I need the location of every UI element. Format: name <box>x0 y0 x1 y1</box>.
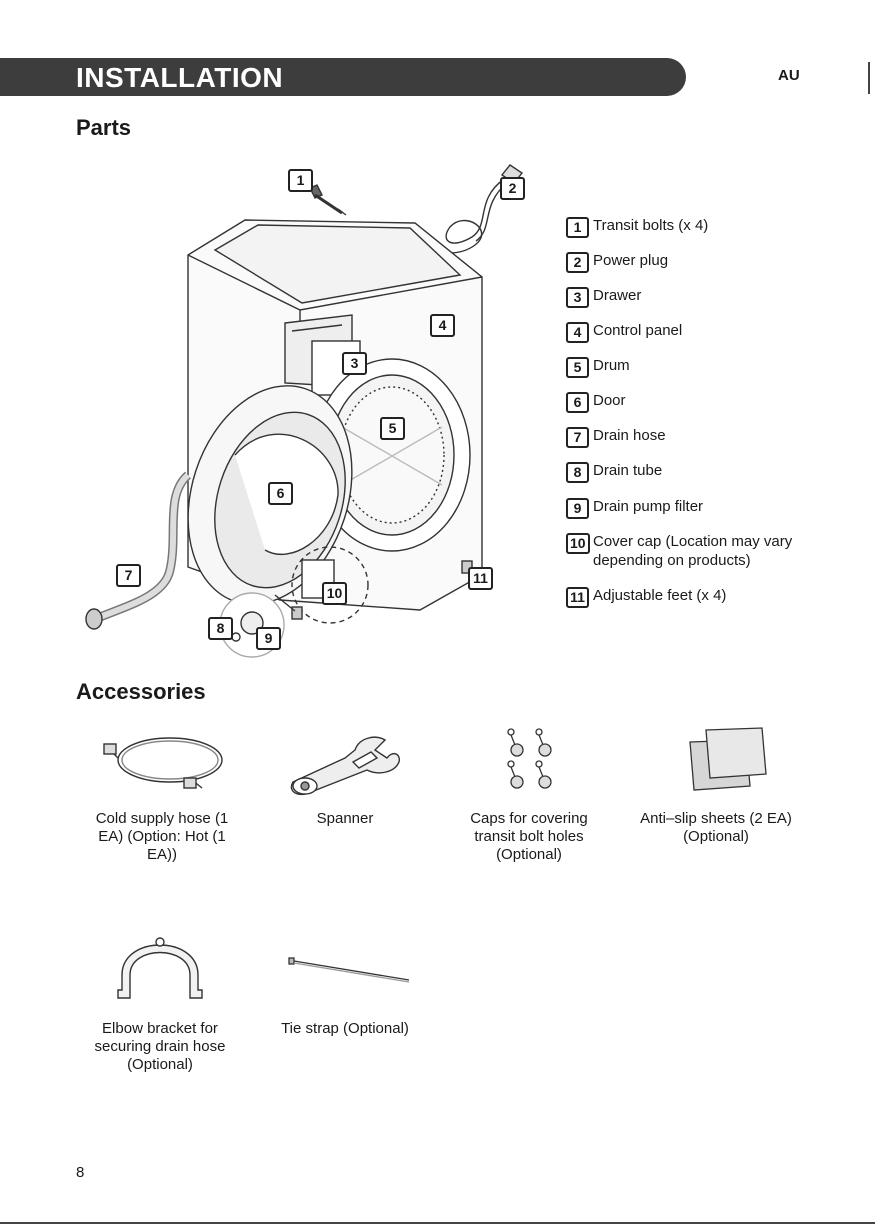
accessory-spanner: Spanner <box>270 720 420 828</box>
part-label: Drain pump filter <box>593 498 704 515</box>
accessory-label: Anti–slip sheets (2 EA) (Optional) <box>640 810 792 845</box>
tie-strap-icon <box>288 957 410 983</box>
accessory-tie-strap: Tie strap (Optional) <box>270 930 420 1038</box>
part-label: Door <box>593 392 626 409</box>
callout-4: 4 <box>430 314 455 337</box>
part-number: 2 <box>566 252 589 273</box>
callout-8: 8 <box>208 617 233 640</box>
part-number: 9 <box>566 498 589 519</box>
page-number: 8 <box>76 1164 85 1181</box>
part-label: Adjustable feet (x 4) <box>593 587 727 604</box>
part-number: 6 <box>566 392 589 413</box>
part-label: Control panel <box>593 322 683 339</box>
accessory-label: Tie strap (Optional) <box>281 1020 409 1037</box>
accessory-supply-hose: Cold supply hose (1 EA) (Option: Hot (1 … <box>82 720 242 864</box>
part-number: 8 <box>566 462 589 483</box>
washer-diagram: 1 2 3 4 5 6 7 8 9 10 11 <box>70 155 550 665</box>
part-label: Drain hose <box>593 427 666 444</box>
part-number: 5 <box>566 357 589 378</box>
part-label: Cover cap (Location may vary depending o… <box>593 533 793 569</box>
washer-illustration <box>85 164 524 658</box>
callout-2: 2 <box>500 177 525 200</box>
part-number: 11 <box>566 587 589 608</box>
accessory-label: Cold supply hose (1 EA) (Option: Hot (1 … <box>95 810 229 863</box>
callout-3: 3 <box>342 352 367 375</box>
section-title: INSTALLATION <box>76 62 284 93</box>
footer-rule <box>0 1222 875 1224</box>
accessory-anti-slip-sheets: Anti–slip sheets (2 EA) (Optional) <box>630 720 802 846</box>
section-banner <box>0 58 686 96</box>
callout-7: 7 <box>116 564 141 587</box>
supply-hose-icon <box>103 737 223 789</box>
part-number: 3 <box>566 287 589 308</box>
part-label: Transit bolts (x 4) <box>593 217 709 234</box>
elbow-bracket-icon <box>117 937 203 999</box>
accessory-caps: Caps for covering transit bolt holes (Op… <box>455 720 603 864</box>
spanner-icon <box>290 736 401 796</box>
transit-bolt-drawing <box>309 184 347 216</box>
anti-slip-sheets-icon <box>689 727 767 791</box>
margin-rule <box>868 62 870 94</box>
accessory-label: Caps for covering transit bolt holes (Op… <box>470 810 588 863</box>
callout-1: 1 <box>288 169 313 192</box>
caps-icon <box>507 728 552 789</box>
accessory-label: Elbow bracket for securing drain hose (O… <box>94 1020 226 1073</box>
callout-11: 11 <box>468 567 493 590</box>
part-number: 10 <box>566 533 590 554</box>
part-label: Drain tube <box>593 462 663 479</box>
parts-heading: Parts <box>76 115 132 140</box>
callout-9: 9 <box>256 627 281 650</box>
accessories-heading: Accessories <box>76 679 206 704</box>
accessory-elbow-bracket: Elbow bracket for securing drain hose (O… <box>84 930 236 1074</box>
region-code: AU <box>778 67 800 84</box>
callout-6: 6 <box>268 482 293 505</box>
part-number: 7 <box>566 427 589 448</box>
part-label: Drum <box>593 357 630 374</box>
callout-10: 10 <box>322 582 347 605</box>
callout-5: 5 <box>380 417 405 440</box>
part-label: Drawer <box>593 287 642 304</box>
part-number: 4 <box>566 322 589 343</box>
part-number: 1 <box>566 217 589 238</box>
accessory-label: Spanner <box>316 810 374 827</box>
part-label: Power plug <box>593 252 669 269</box>
